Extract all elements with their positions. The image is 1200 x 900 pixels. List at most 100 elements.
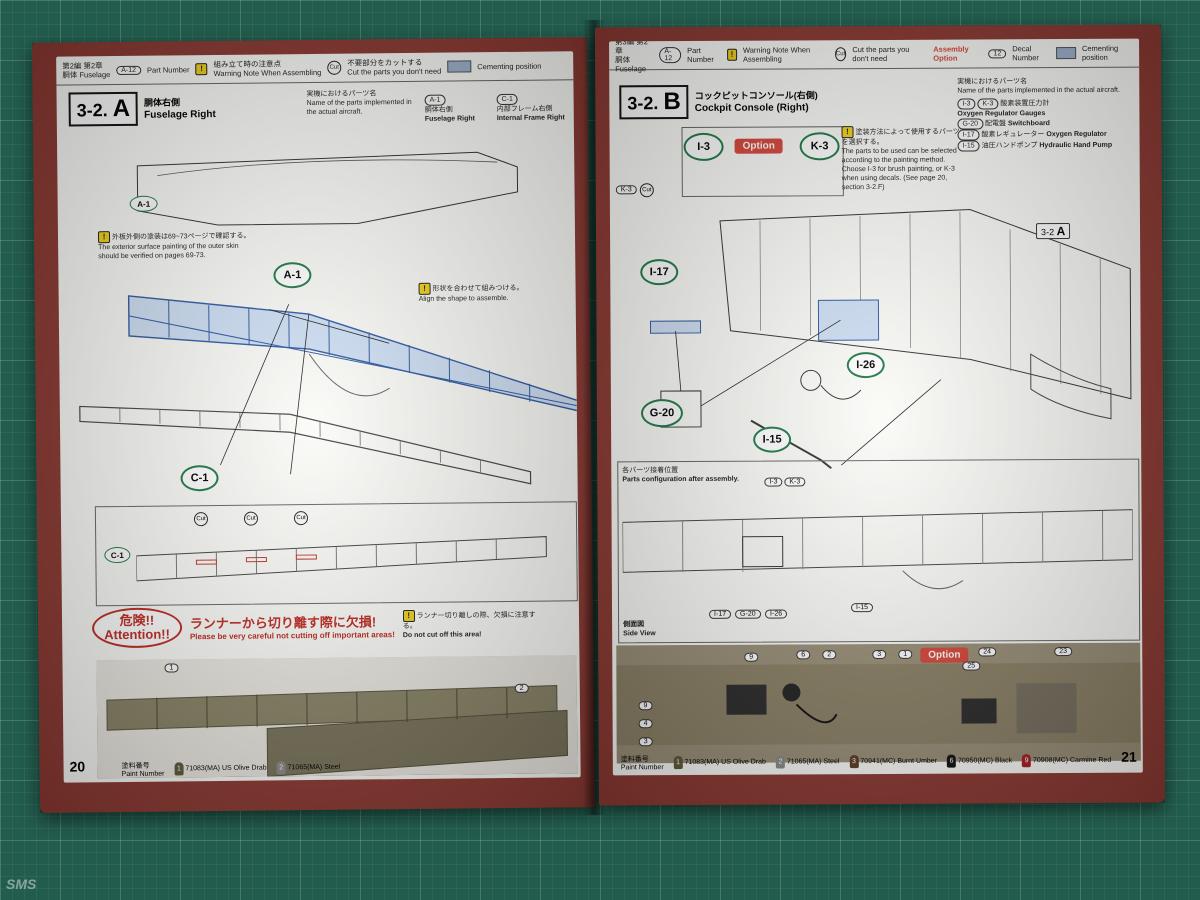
option-note: ! 塗装方法によって使用するパーツを選択する。The parts to be u…	[841, 126, 960, 192]
decal-badge: 12	[988, 48, 1007, 58]
cockpit-console-diagram	[650, 209, 1132, 470]
paint-marker: 1	[164, 663, 179, 673]
paint-item: 2 71065(MA) Steel	[775, 755, 840, 769]
callout-i3: I-3	[683, 132, 724, 162]
warning-note-label: Warning Note When Assembling	[742, 45, 811, 64]
left-section: 第2編 第2章 胴体 Fuselage	[62, 61, 111, 80]
paint-item: 1 71083(MA) US Olive Drab	[174, 762, 267, 776]
cut-icon: Cut	[834, 47, 847, 62]
config-chip: G-20	[735, 609, 761, 619]
step-title: コックピットコンソール(右側)Cockpit Console (Right)	[694, 89, 818, 114]
right-sheet: 第3編 第2章 胴体 Fuselage A-12 Part Number ! W…	[609, 38, 1143, 776]
cut-detail-panel: Cut Cut Cut C-1	[94, 501, 578, 607]
config-chip: I-15	[850, 603, 874, 613]
config-chip: K-3	[784, 477, 806, 487]
model-photo-frame	[96, 655, 578, 779]
right-header: 第3編 第2章 胴体 Fuselage A-12 Part Number ! W…	[609, 38, 1140, 74]
paint-marker: 9	[638, 701, 653, 711]
decal-marker: 25	[962, 661, 981, 671]
cockpit-photo-frame	[616, 642, 1141, 764]
decal-marker: 23	[1054, 646, 1073, 657]
cementing-label: Cementing position	[1081, 43, 1119, 62]
left-sheet: 第2編 第2章 胴体 Fuselage A-12 Part Number ! 組…	[56, 51, 581, 783]
callout-i15: I-15	[753, 426, 792, 453]
option-label: Assembly Option	[933, 44, 969, 63]
paint-marker: 4	[638, 719, 653, 729]
right-page: 第3編 第2章 胴体 Fuselage A-12 Part Number ! W…	[594, 24, 1166, 806]
attention-banner: 危険!!Attention!! ランナーから切り離す際に欠損! Please b…	[91, 604, 543, 649]
left-header: 第2編 第2章 胴体 Fuselage A-12 Part Number ! 組…	[56, 51, 574, 86]
warning-icon: !	[97, 231, 111, 244]
align-note: ! 形状を合わせて組みつける。Align the shape to assemb…	[418, 282, 524, 303]
built-model-photo: 1 2	[96, 655, 578, 779]
option-tag: Option	[920, 647, 969, 663]
callout-g20: G-20	[640, 399, 684, 428]
cockpit-photo: 9 6 2 3 1 Option 24 25 23 9 4 3	[616, 642, 1141, 764]
paint-marker: 6	[796, 650, 811, 660]
part-number-label: Part Number	[146, 64, 190, 75]
surface-note: ! 外板外側の塗装は69~73ページで確認する。The exterior sur…	[97, 231, 251, 261]
part-number-label: Part Number	[687, 45, 714, 65]
option-tag: Option	[734, 138, 783, 154]
page-number: 20	[69, 758, 86, 775]
paint-marker: 3	[872, 649, 887, 660]
paint-marker: 2	[822, 650, 837, 660]
paint-item: 2 71065(MA) Steel	[276, 761, 341, 775]
attention-tip: ! ランナー切り離しの際、欠損に注意する。Do not cut off this…	[402, 609, 536, 640]
cementing-label: Cementing position	[477, 61, 542, 71]
side-config-diagram	[622, 509, 1134, 590]
cut-icon: Cut	[327, 60, 342, 75]
config-chip: I-17	[709, 609, 732, 619]
cut-icon: Cut	[293, 511, 309, 526]
callout-k3: K-3	[799, 132, 840, 161]
right-section: 第3編 第2章 胴体 Fuselage	[615, 38, 649, 74]
ref-box: 3-2 A	[1035, 223, 1071, 240]
warning-icon: !	[841, 126, 854, 139]
paint-item: 9 70908(MC) Carmine Red	[1022, 754, 1111, 768]
warning-icon: !	[402, 609, 415, 623]
cut-icon: Cut	[193, 512, 209, 527]
callout-c1-small: C-1	[104, 546, 131, 564]
paint-marker: 9	[744, 652, 759, 662]
config-chip: I-3	[764, 477, 783, 487]
cut-icon: Cut	[243, 511, 259, 526]
paint-item: 1 71083(MA) US Olive Drab	[673, 756, 766, 770]
cut-label: Cut the parts you don't need	[852, 44, 910, 64]
paint-item: 6 70950(MC) Black	[946, 754, 1012, 768]
attention-warning: ランナーから切り離す際に欠損! Please be very careful n…	[189, 614, 395, 642]
callout-i26: I-26	[846, 351, 885, 379]
warning-icon: !	[418, 282, 431, 295]
paint-marker: 1	[898, 649, 913, 659]
decal-marker: 24	[978, 647, 997, 657]
part-number-badge: A-12	[659, 47, 682, 64]
left-page: 第2編 第2章 胴体 Fuselage A-12 Part Number ! 組…	[31, 37, 596, 813]
fuselage-diagram	[79, 151, 579, 485]
warning-icon: !	[726, 48, 738, 61]
paint-marker: 2	[514, 683, 529, 693]
step-heading: 3-2. B コックピットコンソール(右側)Cockpit Console (R…	[619, 84, 818, 120]
part-number-badge: A-12	[116, 65, 142, 75]
warning-icon: !	[195, 63, 208, 76]
callout-i17: I-17	[640, 259, 679, 286]
frame-detail	[136, 536, 547, 582]
attention-oval: 危険!!Attention!!	[91, 607, 183, 649]
legend: 実機におけるパーツ名 Name of the parts implemented…	[957, 77, 1137, 152]
cementing-swatch	[447, 60, 472, 73]
page-number: 21	[1121, 748, 1137, 765]
paint-item: 3 70941(MC) Burnt Umber	[849, 755, 937, 769]
watermark-logo: SMS	[6, 876, 37, 892]
paint-marker: 3	[638, 737, 653, 747]
config-chip: I-26	[765, 609, 788, 619]
step-number: 3-2. B	[619, 84, 689, 120]
decal-label: Decal Number	[1012, 44, 1039, 63]
